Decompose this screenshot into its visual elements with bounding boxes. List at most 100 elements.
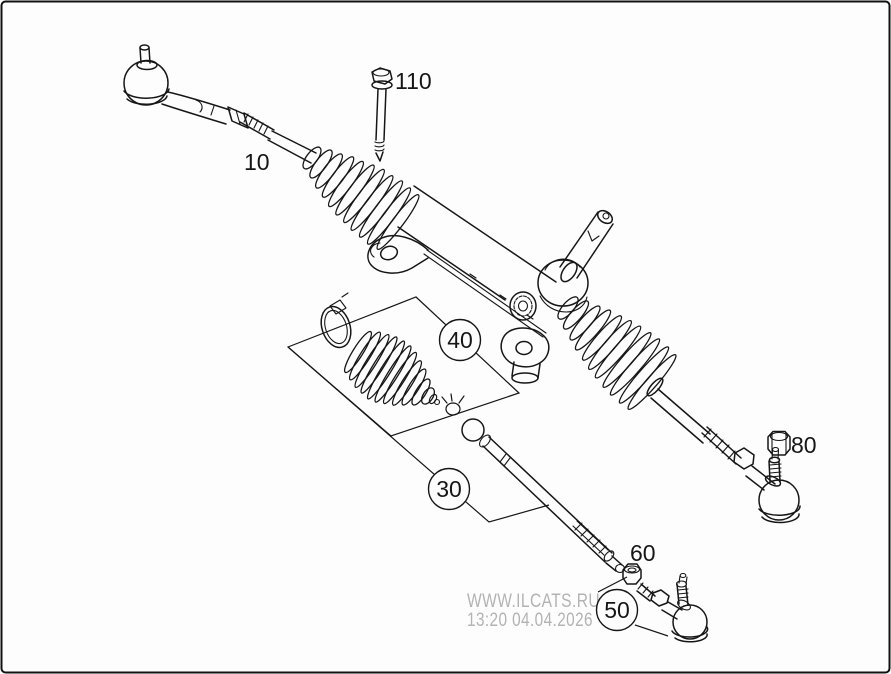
clamp-ring-outer [320, 305, 352, 349]
input-shaft [537, 209, 614, 307]
boot-rib [335, 164, 375, 216]
ball-housing [123, 60, 169, 106]
pinion-bushing-inner [517, 300, 529, 312]
boot-rib [321, 156, 355, 198]
callout-10: 10 [244, 149, 270, 175]
mounting-ear-hole [379, 245, 399, 261]
callout-circle-50: 50 [595, 588, 639, 632]
callout-circle [438, 318, 482, 362]
boot-tip-collar [428, 393, 438, 405]
hex-collar [650, 589, 670, 607]
stud-tip-cap [771, 446, 780, 453]
stud-threads [677, 588, 689, 599]
thread-line [374, 140, 385, 144]
callout-110: 110 [395, 68, 432, 94]
thread-line [677, 596, 689, 599]
small-boot [343, 330, 436, 406]
ball-flange-2 [126, 95, 168, 105]
bolt-tip [375, 151, 384, 162]
boot-rib [360, 336, 398, 394]
boot-rib [581, 315, 623, 361]
ball-flange-1 [758, 505, 801, 517]
neck-detail [195, 99, 203, 113]
rack-housing [367, 185, 588, 384]
thread-line [374, 148, 385, 152]
watermark-line2: 13:20 04.04.2026 [467, 610, 593, 631]
tie-rod-end-bottom [636, 572, 709, 643]
callout-40: 40 [447, 327, 473, 353]
watermark-line1: WWW.ILCATS.RU [467, 591, 600, 612]
clip-ears [441, 393, 465, 404]
neck-tick [210, 105, 215, 116]
boot-kit [320, 292, 441, 406]
boot-rib [562, 300, 590, 330]
lock-nut-80 [767, 430, 791, 456]
callout-30: 30 [436, 476, 462, 502]
boot-rib [587, 319, 633, 371]
thread-hatching [703, 428, 736, 460]
boot-rib [327, 160, 365, 208]
callout-80: 80 [791, 432, 817, 458]
callout-50-leader-bottom [634, 624, 669, 637]
thread-hatching [574, 522, 607, 554]
stud-threads [769, 463, 782, 478]
stud-cap [768, 456, 781, 464]
thread-line [769, 471, 782, 474]
thread-line [580, 528, 589, 537]
thread-line [715, 439, 724, 449]
boot-rib [420, 387, 436, 405]
thread-line [769, 467, 782, 470]
shank-threads [637, 582, 654, 598]
mounting-ear-detail [370, 242, 381, 258]
tie-rod-left-shaft [239, 112, 317, 164]
boot-rib [557, 296, 579, 320]
bracket-cylinder-sides [511, 361, 541, 379]
nut-bore [627, 567, 637, 573]
thread-line [248, 116, 254, 126]
boot-rib [574, 309, 612, 351]
thread-line [258, 122, 264, 132]
thread-line [677, 592, 689, 595]
thread-line [677, 588, 689, 591]
callout-50: 50 [604, 597, 630, 623]
tie-rod-end-left [123, 44, 249, 129]
housing-top-edge [413, 185, 557, 283]
pinion-bushing-outer [509, 291, 537, 321]
callout-circle [427, 467, 471, 511]
lower-bracket [500, 327, 550, 368]
callouts: 10 110 60 80 40 30 50 [244, 68, 817, 632]
hex-collar [733, 447, 755, 470]
ball-housing [672, 604, 708, 640]
clamp-screw-housing [329, 299, 347, 315]
rod-edges [650, 388, 711, 444]
nut-top [623, 565, 641, 574]
ball-flange-2 [761, 513, 800, 524]
boot-rib [594, 325, 642, 379]
nut-facets [771, 432, 787, 455]
thread-line [709, 433, 718, 443]
ball-flange-1 [123, 88, 170, 99]
left-bellows-boot [302, 146, 420, 251]
inner-tie-rod-kit-outline [287, 346, 550, 523]
thread-line [592, 539, 601, 548]
rod-edges [482, 436, 613, 563]
stud-cap [675, 580, 688, 588]
thread-line [703, 428, 712, 438]
boot-rib [627, 353, 677, 411]
watermark: WWW.ILCATS.RU 13:20 04.04.2026 [467, 591, 600, 631]
jam-nut [227, 106, 249, 129]
boot-rib [343, 330, 373, 374]
nut-top [769, 431, 789, 442]
callout-circle-40: 40 [438, 318, 482, 362]
right-bellows-boot [557, 296, 677, 411]
stud-collar [677, 599, 691, 611]
thread-line [586, 534, 595, 543]
thread-line [263, 125, 269, 135]
kit-outline-group [286, 296, 669, 637]
thread-line [574, 522, 583, 531]
boot-rib [569, 305, 601, 341]
boot-rib [354, 333, 390, 389]
